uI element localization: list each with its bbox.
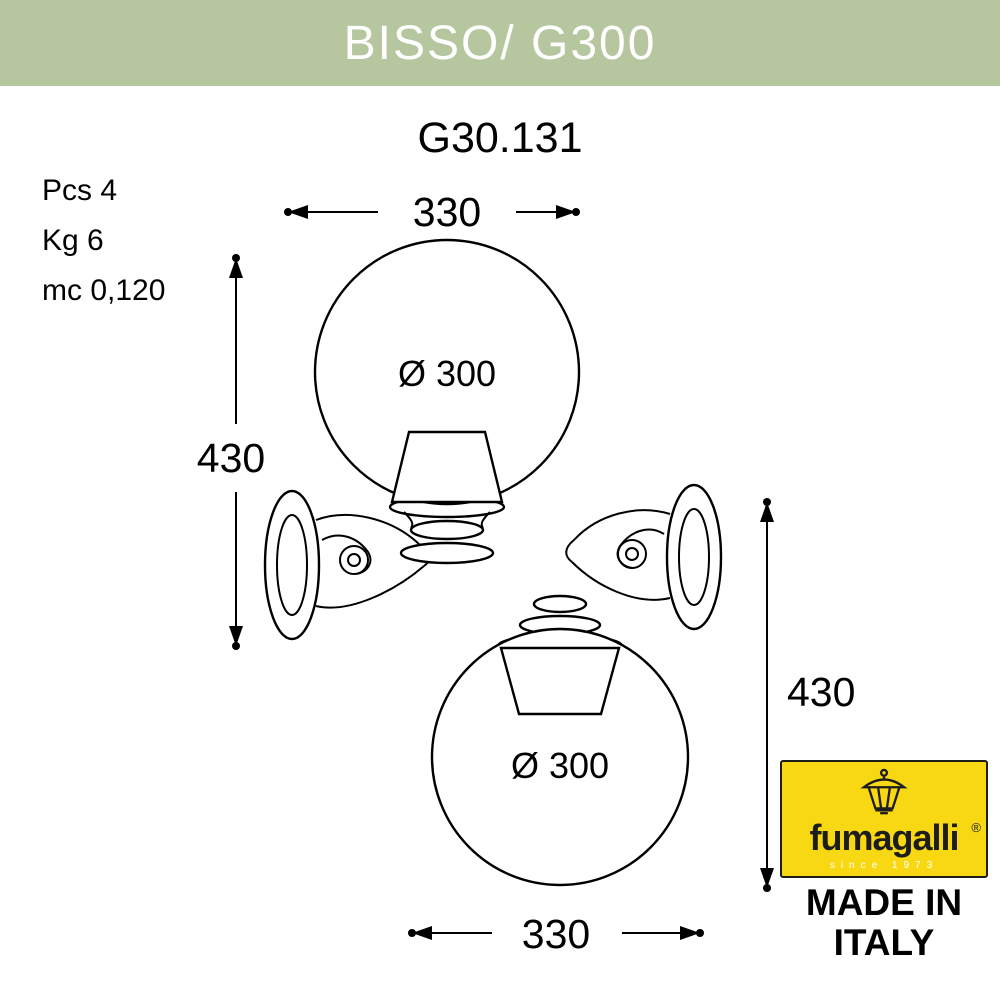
dim-label-left-height: 430 [197,435,265,481]
dimension-bottom-width: 330 [408,911,704,957]
top-lamp-drawing: Ø 300 [263,238,581,641]
logo-yellow-panel: ® fumagalli since 1973 [780,760,988,878]
dim-label-right-height: 430 [787,669,855,715]
globe-neck-top [390,430,504,504]
bracket-arm-top-lamp [315,513,431,609]
globe-neck-bottom [499,646,621,716]
lamp-base-top [388,495,506,565]
product-title: BISSO/ G300 [343,16,657,70]
brand-tagline: since 1973 [829,860,939,871]
lantern-icon-svg [860,768,908,815]
dimension-right-height: 430 [760,498,855,892]
made-in-line2: ITALY [833,921,935,963]
brand-name: fumagalli [809,817,959,858]
made-in-line1: MADE IN [805,882,963,923]
dim-label-top-width: 330 [413,189,481,235]
made-in-text: MADE IN ITALY [780,883,988,963]
model-code: G30.131 [417,114,583,162]
dim-label-bottom-width: 330 [522,911,590,957]
bracket-arm-bottom-lamp [565,509,671,601]
dim-label-bottom-globe-diameter: Ø 300 [511,745,609,786]
bottom-lamp-drawing: Ø 300 [430,483,723,887]
specs-block: Pcs 4 Kg 6 mc 0,120 [42,166,165,316]
spec-mc: mc 0,120 [42,274,166,307]
dim-label-top-globe-diameter: Ø 300 [398,353,496,394]
registered-mark: ® [971,820,981,835]
brand-logo-block: ® fumagalli since 1973 MADE IN ITALY [780,760,988,963]
wall-plate-right [665,483,723,631]
lantern-icon [784,768,984,818]
globe-top [313,238,581,506]
wall-plate-left [263,489,321,641]
header-band: BISSO/ G300 [0,0,1000,86]
dimension-left-height: 430 [197,254,265,650]
spec-kg: Kg 6 [42,224,104,257]
spec-pcs: Pcs 4 [42,174,118,207]
globe-bottom [430,627,690,887]
dimension-top-width: 330 [284,189,580,235]
